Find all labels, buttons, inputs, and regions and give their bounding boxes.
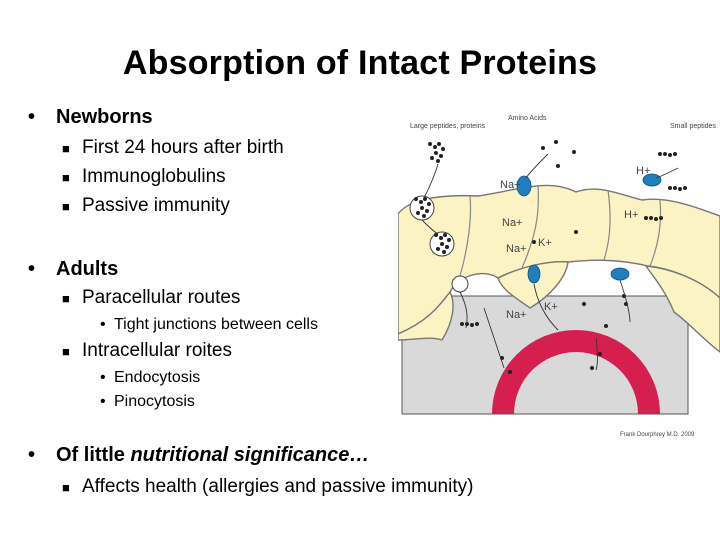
bullet-paracellular: ■ Paracellular routes — [62, 287, 240, 309]
bullet-significance-text: Of little nutritional significance… — [56, 444, 369, 467]
label-large-peptides: Large peptides, proteins — [410, 123, 486, 130]
bullet-square: ■ — [62, 344, 70, 359]
label-small-peptides: Small peptides — [670, 123, 716, 130]
label-na-bottom: Na+ — [506, 309, 527, 321]
bullet-square: ■ — [62, 170, 70, 185]
bullet-text: Endocytosis — [114, 369, 201, 386]
bullet-square: ■ — [62, 141, 70, 156]
bullet-intracellular: ■ Intracellular roites — [62, 340, 232, 362]
significance-emphasis: nutritional significance… — [130, 444, 370, 466]
bullet-square: ■ — [62, 480, 70, 495]
blood-vessel — [492, 330, 660, 414]
bullet-text: First 24 hours after birth — [82, 137, 284, 158]
bullet-square: ■ — [62, 291, 70, 306]
transporters — [516, 173, 662, 284]
bullet-dot: • — [28, 444, 36, 466]
bullet-text: Pinocytosis — [114, 393, 195, 410]
bullet-text: Immunoglobulins — [82, 166, 226, 187]
bullet-endocytosis: • Endocytosis — [100, 369, 200, 387]
bullet-text: Intracellular roites — [82, 340, 232, 361]
bullet-adults: • Adults — [28, 258, 118, 281]
bullet-dot: • — [100, 316, 106, 333]
bullet-square: ■ — [62, 199, 70, 214]
bullet-significance: • Of little nutritional significance… — [28, 444, 369, 467]
label-h-mid: H+ — [624, 209, 638, 221]
diagram-credit: Frank Dourphrey M.D. 2009 — [620, 432, 695, 438]
label-na-top: Na+ — [500, 179, 521, 191]
bullet-first-24-hours: ■ First 24 hours after birth — [62, 137, 284, 159]
label-k-low: K+ — [538, 237, 552, 249]
transporter-basolateral-right — [610, 267, 630, 281]
bullet-immunoglobulins: ■ Immunoglobulins — [62, 166, 226, 188]
bullet-tight-junctions: • Tight junctions between cells — [100, 316, 318, 334]
label-na-mid: Na+ — [502, 217, 523, 229]
label-na-low: Na+ — [506, 243, 527, 255]
significance-prefix: Of little — [56, 444, 131, 466]
transporter-na-amino — [516, 175, 532, 197]
bullet-dot: • — [100, 369, 106, 386]
bullet-passive-immunity: ■ Passive immunity — [62, 195, 230, 217]
diagram-labels: Large peptides, proteins Amino Acids Sma… — [410, 115, 716, 438]
bullet-dot: • — [28, 258, 36, 280]
transporter-basolateral-left — [527, 264, 541, 284]
bullet-dot: • — [28, 106, 36, 128]
bullet-adults-label: Adults — [56, 258, 119, 280]
transport-arrows — [421, 153, 679, 371]
label-amino-acids: Amino Acids — [508, 115, 547, 122]
bullet-text: Passive immunity — [82, 195, 230, 216]
bullet-text: Tight junctions between cells — [114, 316, 318, 333]
bullet-text: Paracellular routes — [82, 287, 241, 308]
vesicle-junction — [451, 275, 469, 293]
bullet-pinocytosis: • Pinocytosis — [100, 393, 195, 411]
transporter-h-peptide — [642, 173, 662, 187]
bullet-newborns: • Newborns — [28, 106, 153, 129]
cell-borders — [459, 185, 662, 277]
bullet-text: Affects health (allergies and passive im… — [82, 476, 474, 497]
protein-absorption-diagram: Large peptides, proteins Amino Acids Sma… — [398, 115, 720, 438]
label-k-bottom: K+ — [544, 301, 558, 313]
label-h-top: H+ — [636, 165, 650, 177]
bullet-dot: • — [100, 393, 106, 410]
slide-title: Absorption of Intact Proteins — [122, 44, 598, 82]
bullet-affects-health: ■ Affects health (allergies and passive … — [62, 476, 473, 498]
bullet-newborns-label: Newborns — [56, 106, 153, 128]
